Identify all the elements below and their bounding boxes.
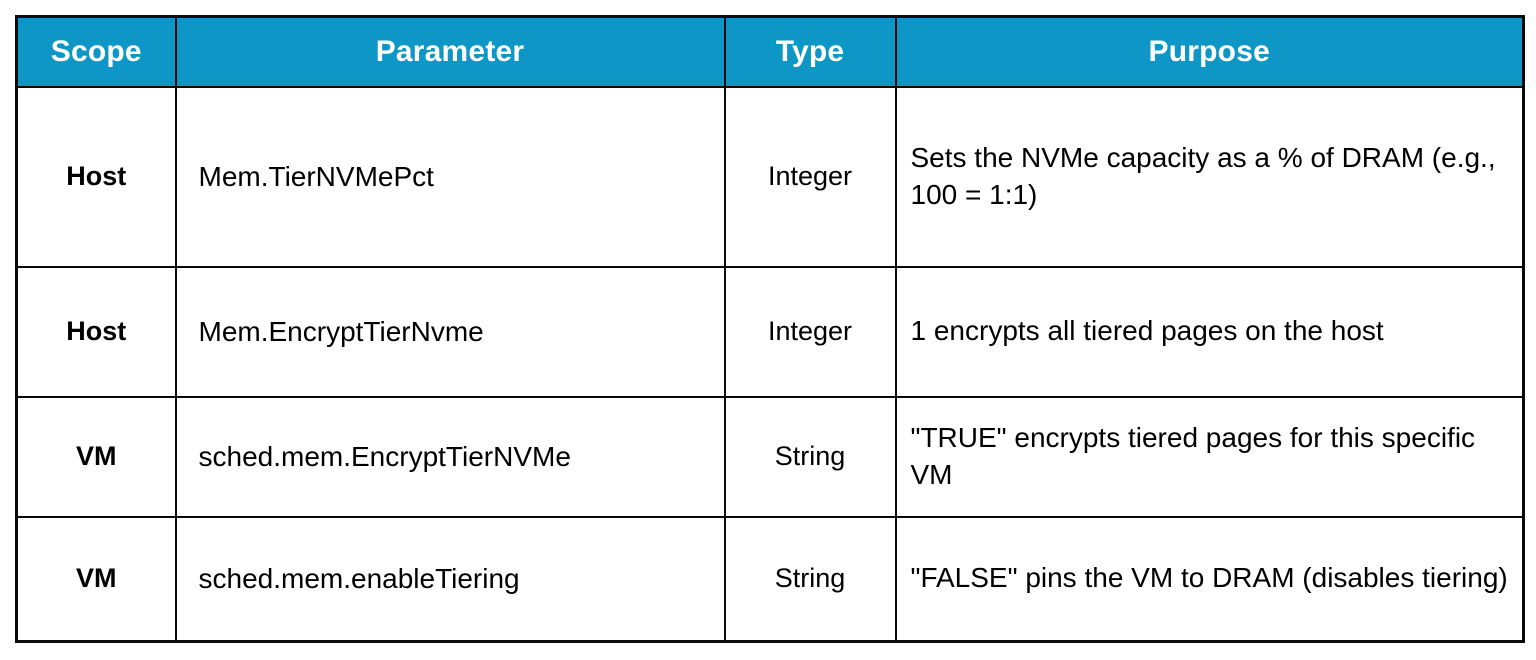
column-header-type: Type — [723, 15, 897, 88]
cell-scope: VM — [15, 395, 177, 518]
table-row: Host Mem.TierNVMePct Integer Sets the NV… — [15, 85, 1525, 268]
cell-scope: VM — [15, 515, 177, 643]
cell-scope: Host — [15, 265, 177, 398]
parameters-table: Scope Parameter Type Purpose Host Mem.Ti… — [15, 15, 1525, 643]
cell-type: String — [723, 515, 897, 643]
table-body: Host Mem.TierNVMePct Integer Sets the NV… — [15, 85, 1525, 643]
cell-purpose: "TRUE" encrypts tiered pages for this sp… — [894, 395, 1525, 518]
cell-parameter: sched.mem.EncryptTierNVMe — [174, 395, 726, 518]
cell-type: String — [723, 395, 897, 518]
cell-scope: Host — [15, 85, 177, 268]
table-header: Scope Parameter Type Purpose — [15, 15, 1525, 88]
cell-purpose: 1 encrypts all tiered pages on the host — [894, 265, 1525, 398]
table-row: VM sched.mem.EncryptTierNVMe String "TRU… — [15, 395, 1525, 518]
cell-type: Integer — [723, 85, 897, 268]
cell-purpose: "FALSE" pins the VM to DRAM (disables ti… — [894, 515, 1525, 643]
cell-parameter: Mem.TierNVMePct — [174, 85, 726, 268]
table-row: VM sched.mem.enableTiering String "FALSE… — [15, 515, 1525, 643]
column-header-parameter: Parameter — [174, 15, 726, 88]
table-row: Host Mem.EncryptTierNvme Integer 1 encry… — [15, 265, 1525, 398]
cell-parameter: Mem.EncryptTierNvme — [174, 265, 726, 398]
table-header-row: Scope Parameter Type Purpose — [15, 15, 1525, 88]
column-header-purpose: Purpose — [894, 15, 1525, 88]
cell-type: Integer — [723, 265, 897, 398]
column-header-scope: Scope — [15, 15, 177, 88]
cell-purpose: Sets the NVMe capacity as a % of DRAM (e… — [894, 85, 1525, 268]
cell-parameter: sched.mem.enableTiering — [174, 515, 726, 643]
